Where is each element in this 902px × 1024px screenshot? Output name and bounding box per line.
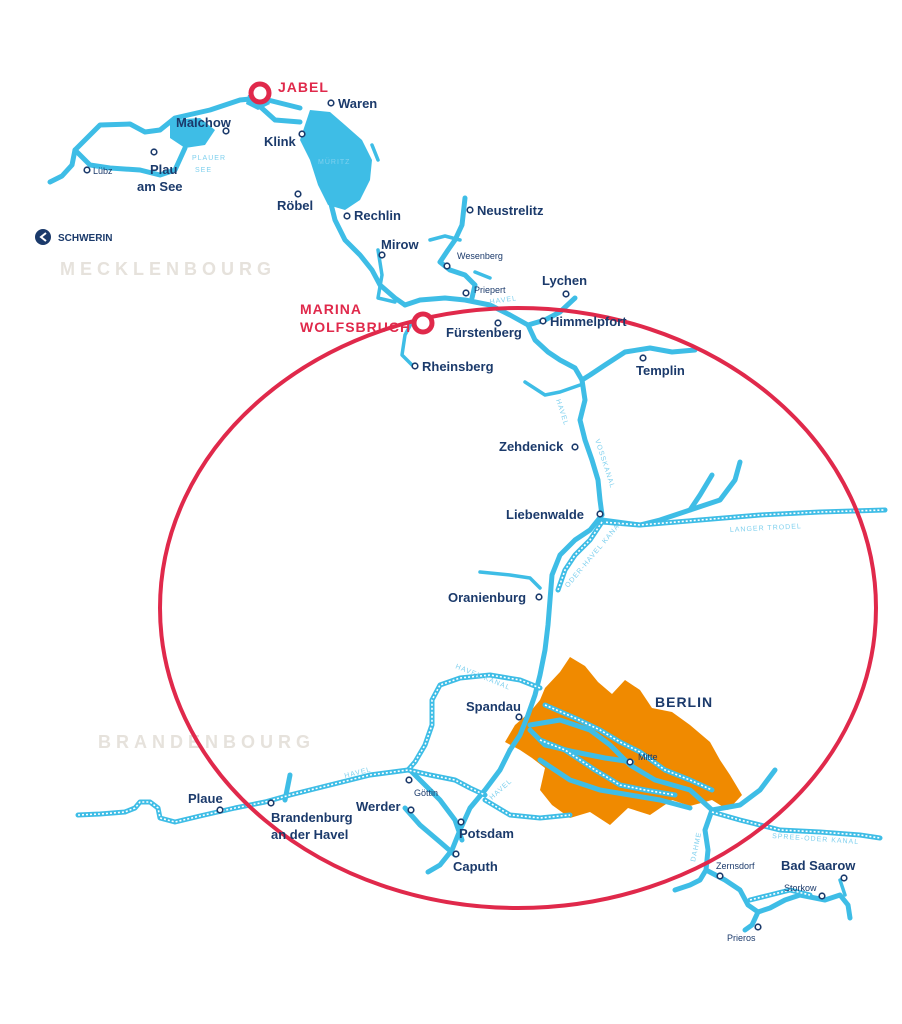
cruising-area-circle bbox=[158, 306, 878, 910]
town-himmelpfort[interactable]: Himmelpfort bbox=[550, 314, 627, 329]
town-lubz[interactable]: Lübz bbox=[93, 166, 113, 176]
schwerin-label: SCHWERIN bbox=[58, 233, 112, 244]
waterways bbox=[47, 95, 888, 933]
town-rechlin[interactable]: Rechlin bbox=[354, 208, 401, 223]
town-neustrelitz[interactable]: Neustrelitz bbox=[477, 203, 544, 218]
town-werder[interactable]: Werder bbox=[356, 799, 401, 814]
label-dahme: DAHME bbox=[690, 831, 703, 862]
base-jabel[interactable]: JABEL bbox=[248, 79, 329, 105]
town-lychen[interactable]: Lychen bbox=[542, 273, 587, 288]
town-gottin[interactable]: Göttin bbox=[414, 788, 438, 798]
label-langer-trodel: LANGER TRODEL bbox=[730, 523, 802, 534]
town-templin[interactable]: Templin bbox=[636, 363, 685, 378]
town-prieros[interactable]: Prieros bbox=[727, 933, 756, 943]
town-zernsdorf[interactable]: Zernsdorf bbox=[716, 861, 755, 871]
town-caputh[interactable]: Caputh bbox=[453, 859, 498, 874]
town-wesenberg[interactable]: Wesenberg bbox=[457, 251, 503, 261]
base-wolfsbruch-label-1: MARINA bbox=[300, 301, 362, 317]
region-mecklenbourg: MECKLENBOURG bbox=[60, 259, 276, 279]
region-brandenbourg: BRANDENBOURG bbox=[98, 732, 315, 752]
base-marker-icon bbox=[411, 311, 435, 335]
town-waren[interactable]: Waren bbox=[338, 96, 377, 111]
label-havel-mid: HAVEL bbox=[554, 398, 569, 426]
label-havel-north: HAVEL bbox=[489, 295, 517, 306]
muritz-lake bbox=[300, 110, 372, 210]
town-furstenberg[interactable]: Fürstenberg bbox=[446, 325, 522, 340]
town-liebenwalde[interactable]: Liebenwalde bbox=[506, 507, 584, 522]
base-wolfsbruch-label-2: WOLFSBRUCH bbox=[300, 319, 411, 335]
base-jabel-label: JABEL bbox=[278, 79, 329, 95]
schwerin-direction[interactable]: SCHWERIN bbox=[35, 229, 112, 245]
town-bad-saarow[interactable]: Bad Saarow bbox=[781, 858, 856, 873]
canals bbox=[75, 507, 888, 903]
town-dot bbox=[626, 758, 634, 766]
town-potsdam[interactable]: Potsdam bbox=[459, 826, 514, 841]
city-berlin: BERLIN bbox=[655, 694, 713, 710]
base-wolfsbruch[interactable]: MARINA WOLFSBRUCH bbox=[300, 301, 435, 335]
town-spandau[interactable]: Spandau bbox=[466, 699, 521, 714]
town-rheinsberg[interactable]: Rheinsberg bbox=[422, 359, 494, 374]
town-zehdenick[interactable]: Zehdenick bbox=[499, 439, 564, 454]
town-priepert[interactable]: Priepert bbox=[474, 285, 506, 295]
label-muritz: MÜRITZ bbox=[318, 158, 350, 166]
town-oranienburg[interactable]: Oranienburg bbox=[448, 590, 526, 605]
base-marker-icon bbox=[248, 81, 272, 105]
town-robel[interactable]: Röbel bbox=[277, 198, 313, 213]
town-plaue[interactable]: Plaue bbox=[188, 791, 223, 806]
town-storkow[interactable]: Storkow bbox=[784, 883, 817, 893]
district-mitte: Mitte bbox=[638, 752, 658, 762]
town-klink[interactable]: Klink bbox=[264, 134, 297, 149]
town-mirow[interactable]: Mirow bbox=[381, 237, 419, 252]
town-malchow[interactable]: Malchow bbox=[176, 115, 232, 130]
arrow-left-icon bbox=[35, 229, 51, 245]
